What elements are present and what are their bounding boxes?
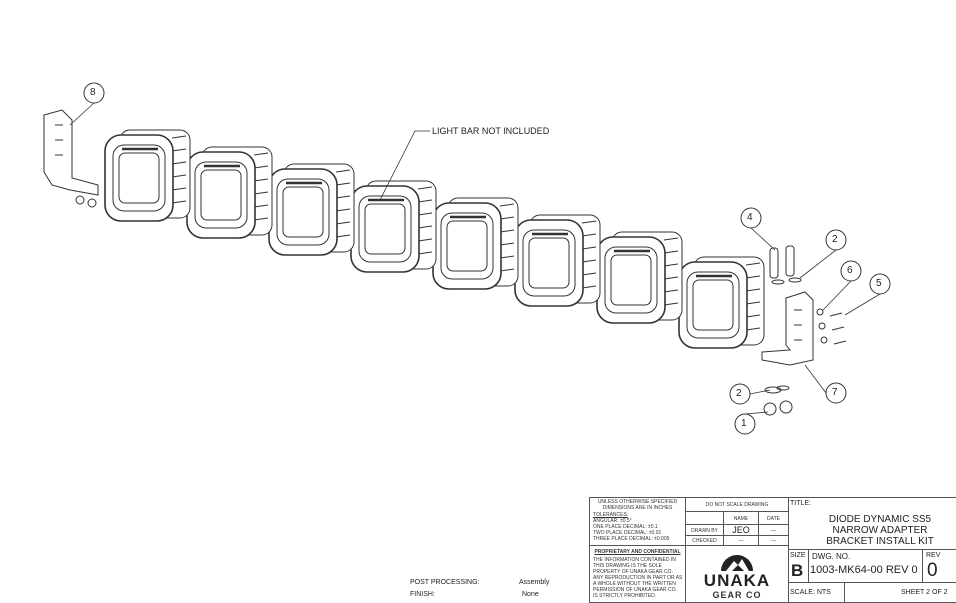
- dwg-no-label: DWG. NO.: [812, 552, 851, 561]
- light-module: [186, 146, 273, 239]
- logo-text: UNAKA: [703, 571, 771, 590]
- balloon-2: 2: [832, 234, 838, 245]
- balloon-8: 8: [90, 87, 96, 98]
- tolerance: ONE PLACE DECIMAL: ±0.1: [593, 524, 658, 530]
- drawn-date: —: [771, 528, 776, 534]
- balloon-1: 1: [741, 418, 747, 429]
- note-unless: UNLESS OTHERWISE SPECIFIED: [597, 499, 678, 505]
- drawn-by-label: DRAWN BY: [691, 528, 718, 534]
- hardware: [763, 245, 847, 416]
- bracket-left: [43, 109, 99, 208]
- name-header: NAME: [733, 516, 749, 522]
- post-processing-label: POST PROCESSING:: [410, 579, 480, 586]
- logo-subtext: GEAR CO: [712, 590, 762, 600]
- tolerances-heading: TOLERANCES:: [593, 512, 629, 518]
- size-value: B: [791, 561, 804, 580]
- proprietary-heading: PROPRIETARY AND CONFIDENTIAL: [594, 549, 681, 555]
- proprietary-text: THE INFORMATION CONTAINED IN THIS DRAWIN…: [593, 557, 683, 599]
- balloon-2b: 2: [736, 388, 742, 399]
- finish-value: None: [522, 591, 539, 598]
- light-module: [104, 129, 191, 222]
- tolerance: THREE PLACE DECIMAL: ±0.005: [593, 536, 670, 542]
- tolerance: TWO PLACE DECIMAL: ±0.01: [593, 530, 662, 536]
- light-module: [350, 180, 437, 273]
- sheet-number: SHEET 2 OF 2: [901, 589, 948, 596]
- rev-label: REV: [926, 552, 941, 559]
- note-dims: DIMENSIONS ARE IN INCHES: [602, 505, 673, 511]
- checked-date: —: [771, 538, 776, 544]
- checked-label: CHECKED: [692, 538, 717, 544]
- drawing-title-line: DIODE DYNAMIC SS5: [828, 514, 932, 525]
- balloon-7: 7: [832, 387, 838, 398]
- light-module: [514, 214, 601, 307]
- date-header: DATE: [767, 516, 780, 522]
- balloon-5: 5: [876, 278, 882, 289]
- bracket-right: [761, 291, 814, 366]
- light-module: [432, 197, 519, 290]
- dwg-no-value: 1003-MK64-00 REV 0: [810, 564, 918, 576]
- title-label: TITLE:: [790, 500, 812, 507]
- callout-light-bar: LIGHT BAR NOT INCLUDED: [432, 126, 550, 136]
- unaka-logo-icon: [721, 555, 753, 571]
- light-module: [596, 231, 683, 324]
- balloon-4: 4: [747, 212, 753, 223]
- light-module: [678, 256, 765, 349]
- scale: SCALE: NTS: [790, 589, 831, 596]
- balloons: [83, 82, 891, 435]
- drawing-title-line: BRACKET INSTALL KIT: [826, 536, 934, 547]
- tolerance: ANGULAR: ±0.5°: [593, 518, 632, 524]
- do-not-scale: DO NOT SCALE DRAWING: [705, 502, 769, 508]
- post-processing-value: Assembly: [519, 579, 550, 586]
- checked-name: —: [738, 538, 744, 544]
- size-label: SIZE: [790, 552, 806, 559]
- drawing-title-line: NARROW ADAPTER: [832, 525, 928, 536]
- light-module: [268, 163, 355, 256]
- light-bar-modules: [104, 129, 765, 349]
- balloon-6: 6: [847, 265, 853, 276]
- drawn-by-name: JEO: [732, 525, 750, 535]
- rev-value: 0: [927, 560, 938, 581]
- leader-lines: [69, 102, 881, 415]
- finish-label: FINISH:: [410, 591, 435, 598]
